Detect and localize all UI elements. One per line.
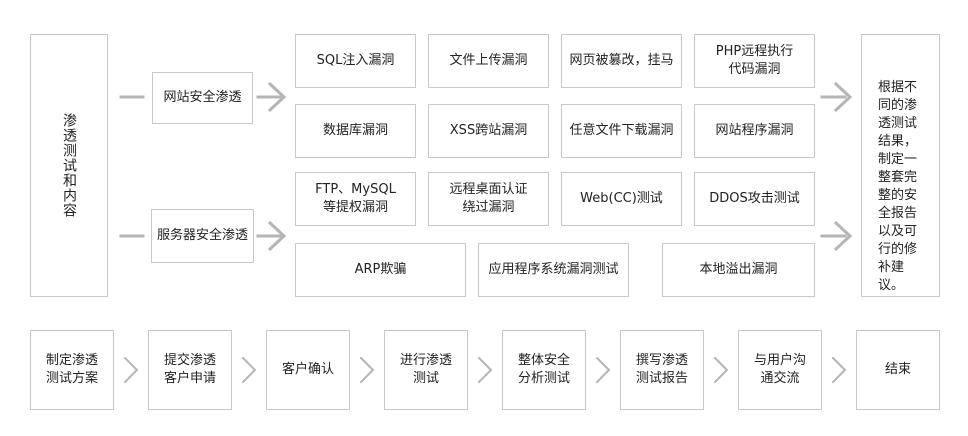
server-item-web-cc: Web(CC)测试: [561, 172, 682, 226]
web-item-arbitrary-download: 任意文件下载漏洞: [561, 104, 682, 158]
process-step-6: 撰写渗透 测试报告: [620, 330, 704, 410]
process-step-5: 整体安全 分析测试: [502, 330, 586, 410]
web-item-php-remote-exec: PHP远程执行 代码漏洞: [694, 34, 815, 88]
arrow-right-icon: [833, 220, 853, 252]
chevron-right-icon: [241, 356, 257, 384]
web-item-database: 数据库漏洞: [295, 104, 416, 158]
server-item-app-system: 应用程序系统漏洞测试: [478, 243, 629, 297]
web-item-website-program: 网站程序漏洞: [694, 104, 815, 158]
web-item-xss: XSS跨站漏洞: [428, 104, 549, 158]
arrow-right-icon: [267, 81, 287, 113]
server-item-privilege-escalation: FTP、MySQL 等提权漏洞: [295, 172, 416, 226]
process-step-1: 制定渗透 测试方案: [30, 330, 114, 410]
arrow-right-icon: [267, 220, 287, 252]
chevron-right-icon: [713, 356, 729, 384]
process-step-4: 进行渗透 测试: [384, 330, 468, 410]
chevron-right-icon: [477, 356, 493, 384]
server-item-ddos: DDOS攻击测试: [694, 172, 815, 226]
chevron-right-icon: [123, 356, 139, 384]
web-item-file-upload: 文件上传漏洞: [428, 34, 549, 88]
server-item-rdp-auth-bypass: 远程桌面认证 绕过漏洞: [428, 172, 549, 226]
arrow-right-icon: [833, 81, 853, 113]
left-panel-title: 渗透测试和内容: [30, 34, 108, 297]
web-item-sql-injection: SQL注入漏洞: [295, 34, 416, 88]
chevron-right-icon: [831, 356, 847, 384]
process-step-3: 客户确认: [266, 330, 350, 410]
chevron-right-icon: [595, 356, 611, 384]
process-step-7: 与用户沟 通交流: [738, 330, 822, 410]
summary-box: 根据不同的渗透测试结果，制定一整套完整的安全报告以及可行的修补建议。: [861, 34, 940, 297]
process-step-2: 提交渗透 客户申请: [148, 330, 232, 410]
chevron-right-icon: [359, 356, 375, 384]
web-item-page-tampering: 网页被篡改，挂马: [561, 34, 682, 88]
category-server-security: 服务器安全渗透: [151, 209, 254, 263]
process-step-8: 结束: [856, 330, 940, 410]
server-item-arp-spoofing: ARP欺骗: [295, 243, 466, 297]
category-web-security: 网站安全渗透: [152, 72, 253, 124]
server-item-local-overflow: 本地溢出漏洞: [662, 243, 815, 297]
